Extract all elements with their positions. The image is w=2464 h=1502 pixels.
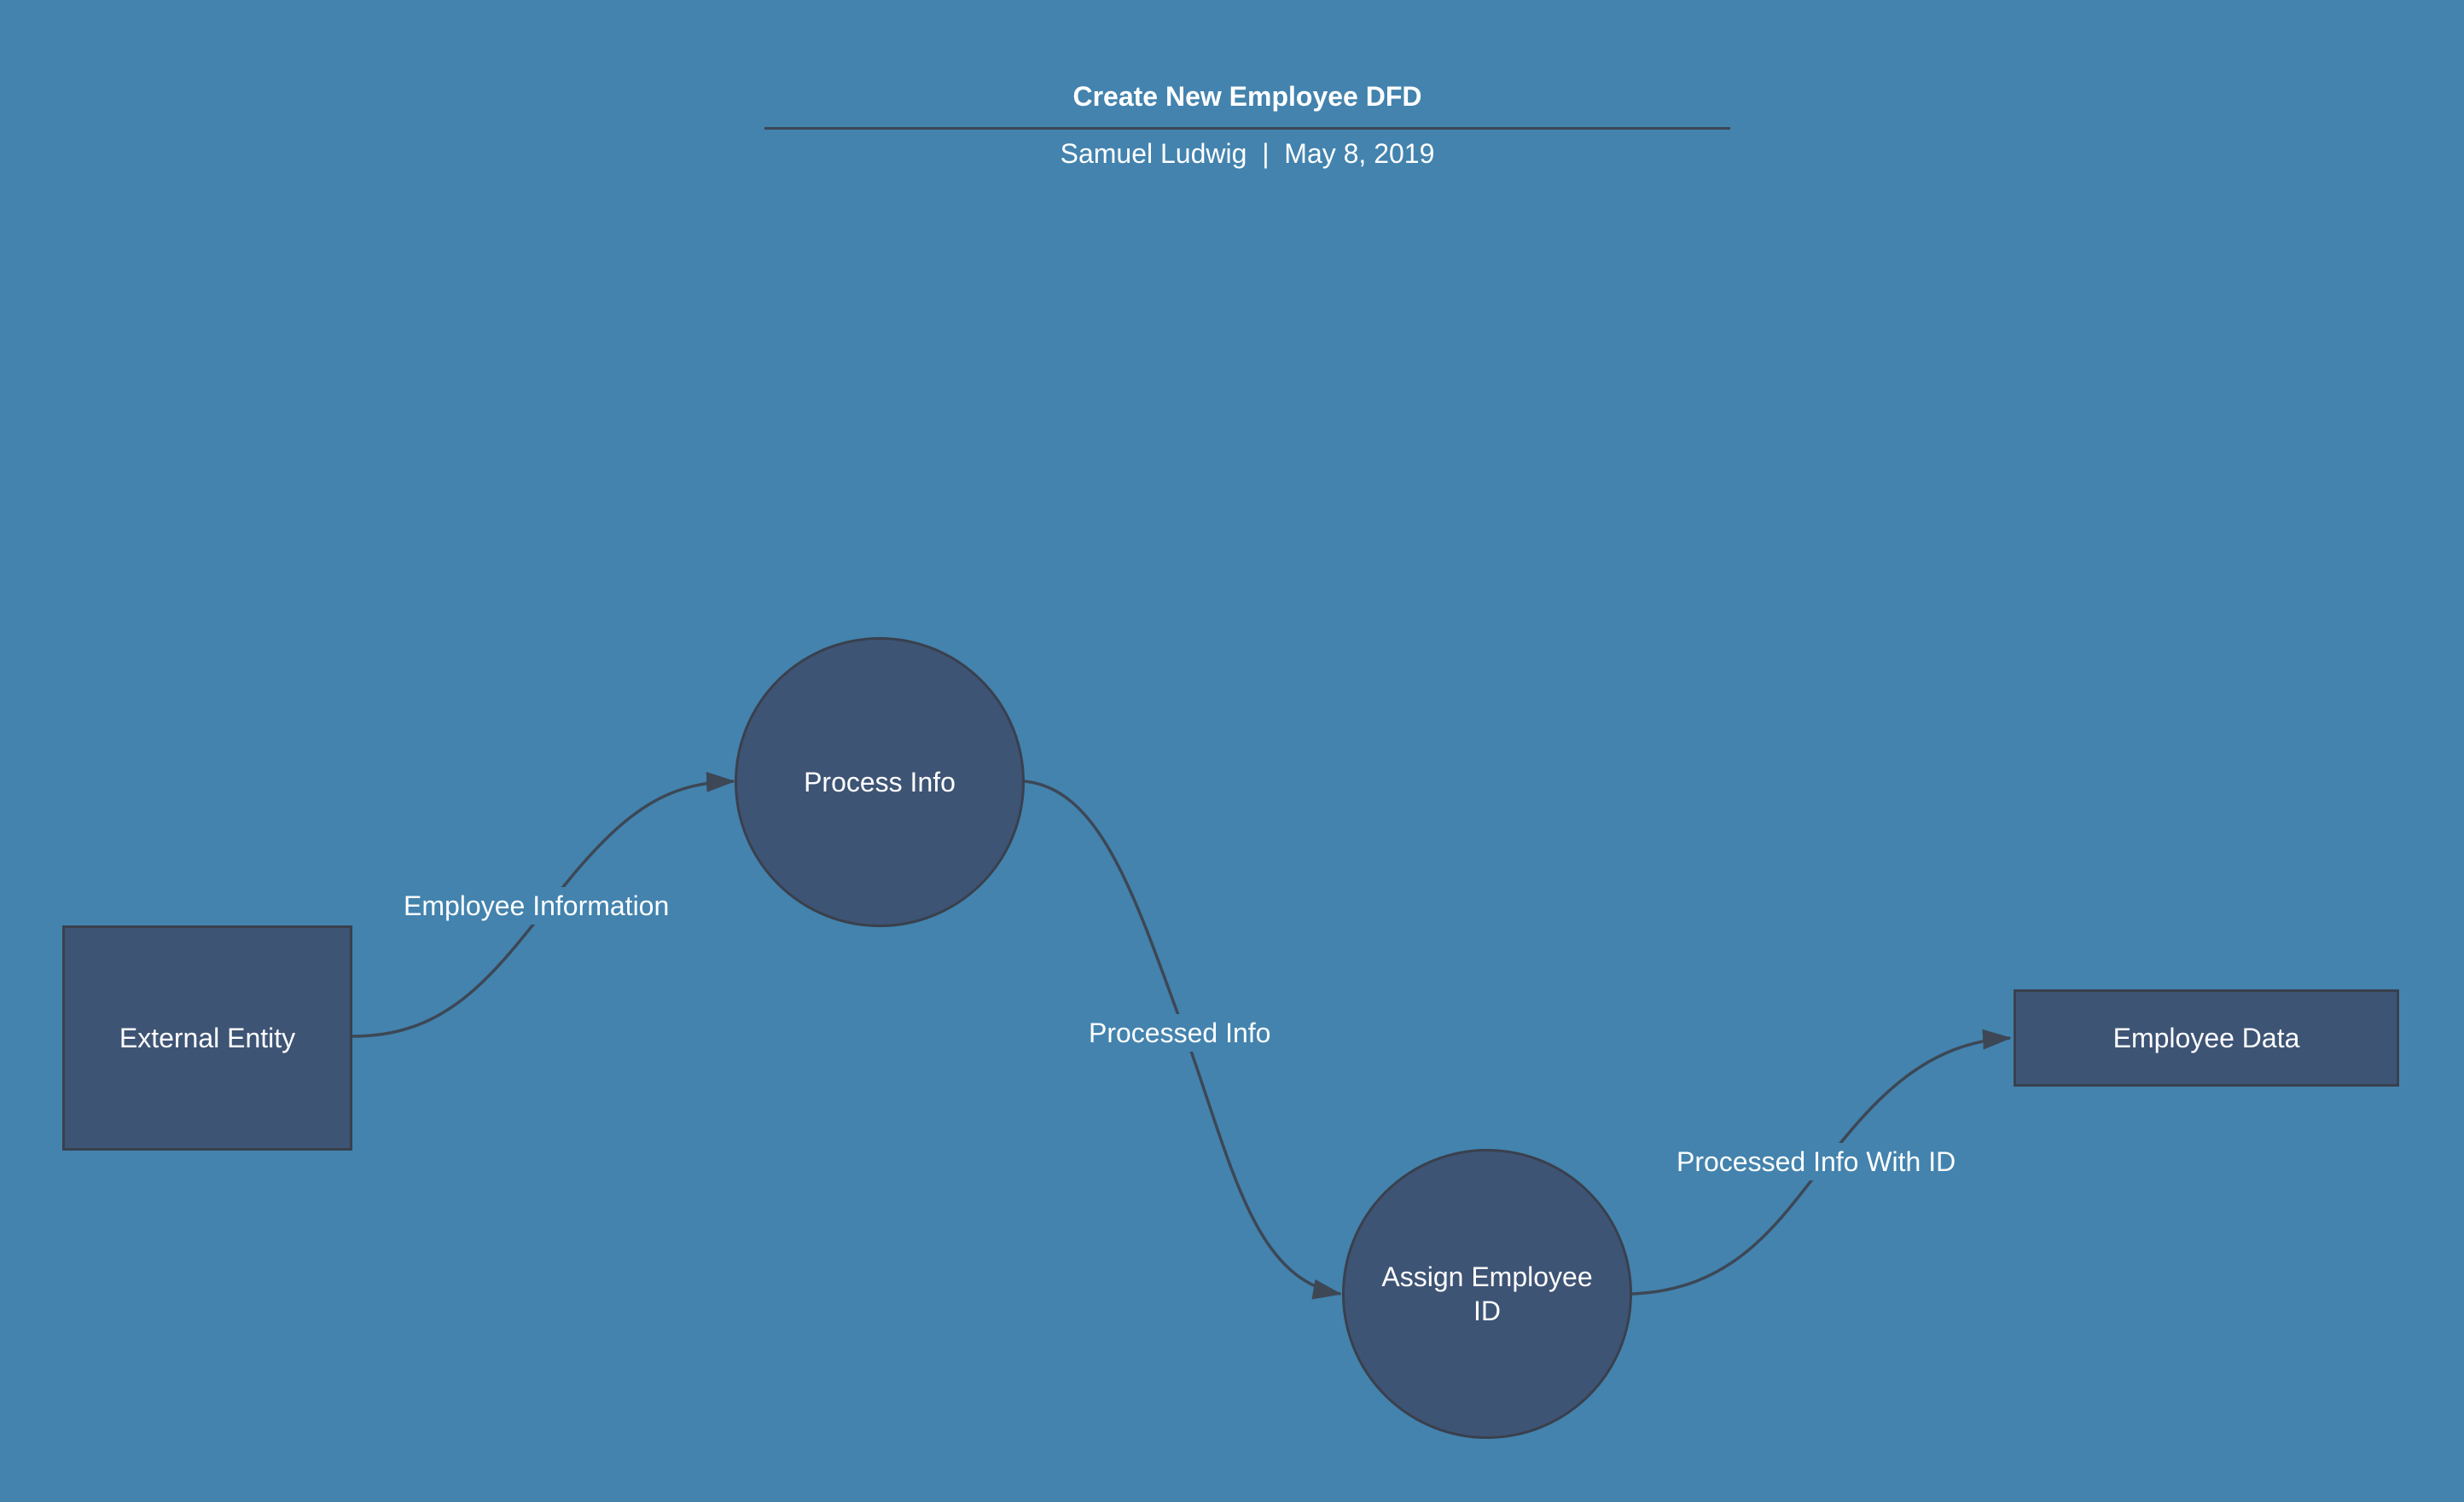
subtitle-separator: | — [1262, 138, 1270, 169]
employee-data-label: Employee Data — [2112, 1023, 2300, 1053]
external-entity-label: External Entity — [119, 1023, 296, 1053]
author-name: Samuel Ludwig — [1060, 138, 1247, 169]
external-entity-node[interactable]: External Entity — [62, 925, 352, 1151]
flow-label-employee-information: Employee Information — [395, 887, 678, 925]
employee-data-store-node[interactable]: Employee Data — [2014, 989, 2399, 1087]
diagram-date: May 8, 2019 — [1284, 138, 1435, 169]
diagram-subtitle: Samuel Ludwig | May 8, 2019 — [764, 131, 1730, 176]
flow-label-processed-info-with-id: Processed Info With ID — [1668, 1143, 1965, 1180]
process-info-label: Process Info — [804, 767, 956, 797]
assign-employee-id-node[interactable]: Assign Employee ID — [1342, 1149, 1632, 1439]
assign-employee-id-label: Assign Employee ID — [1381, 1261, 1593, 1326]
flow-label-processed-info: Processed Info — [1080, 1014, 1280, 1052]
process-info-node[interactable]: Process Info — [735, 637, 1025, 927]
diagram-title: Create New Employee DFD — [1072, 81, 1422, 112]
title-divider — [764, 127, 1730, 130]
